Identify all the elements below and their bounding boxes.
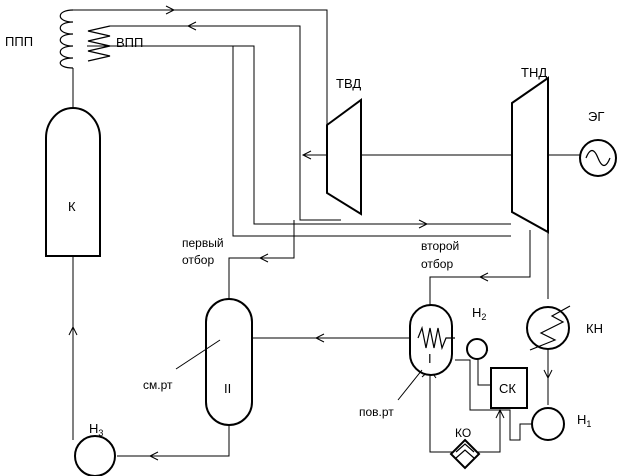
label-first-extraction-1: первый <box>182 236 224 250</box>
cooler-ko <box>449 438 481 470</box>
arrow-condenser-h1 <box>543 369 553 380</box>
label-vpp: ВПП <box>116 35 143 50</box>
label-kn: КН <box>586 321 603 336</box>
label-povrt: пов.рт <box>359 405 394 419</box>
arrow-first-extraction <box>258 253 269 263</box>
label-second-extraction-2: отбор <box>421 257 453 271</box>
label-ii: II <box>224 381 231 396</box>
arrow-sk-up <box>495 408 505 419</box>
condenser-coil <box>529 305 571 351</box>
pump-h1 <box>531 407 565 441</box>
arrow-reheat-return <box>186 21 197 31</box>
label-h1: Н1 <box>577 412 591 429</box>
reheater-zigzag <box>87 25 111 62</box>
arrow-to-boiler <box>68 325 78 336</box>
condenser-kn <box>526 305 571 351</box>
label-i: I <box>428 351 432 366</box>
label-eg: ЭГ <box>588 109 604 124</box>
flow-arrows <box>68 5 553 461</box>
label-ko: КО <box>455 426 471 440</box>
first-extraction-line <box>228 220 295 299</box>
primary-superheater <box>59 9 74 69</box>
pipelines <box>72 9 580 457</box>
label-second-extraction-1: второй <box>421 239 459 253</box>
mixer-sk <box>490 367 528 409</box>
label-tnd: ТНД <box>521 65 547 80</box>
sine-icon <box>585 149 611 167</box>
condensate-line <box>455 359 535 441</box>
arrow-hot-reheat <box>418 219 429 229</box>
arrow-second-extraction <box>478 272 489 282</box>
arrow-heater-to-mixer <box>314 333 325 343</box>
surface-heater-i <box>409 304 455 376</box>
pump-h2 <box>466 338 488 360</box>
label-sk: СК <box>499 381 516 396</box>
hot-reheat-line <box>87 45 511 225</box>
ko-outlet-line <box>478 410 501 453</box>
label-ppp: ППП <box>5 34 33 49</box>
main-steam-line <box>73 9 328 156</box>
heater-coil <box>417 325 455 351</box>
arrow-cold-reheat <box>301 150 312 160</box>
turbine-tnd <box>511 76 549 234</box>
mixing-heater-ii <box>205 298 253 426</box>
arrow-main-steam <box>165 5 176 15</box>
generator-eg <box>579 139 617 177</box>
extraction-return-line <box>232 46 511 237</box>
arrow-h3-return <box>148 451 159 461</box>
smrt-leader <box>175 339 221 370</box>
mixer-to-h3-line <box>117 425 230 457</box>
label-first-extraction-2: отбор <box>182 253 214 267</box>
pump-h3 <box>74 435 116 476</box>
povrt-leader <box>397 369 423 401</box>
boiler-k <box>45 107 101 257</box>
label-k: К <box>68 199 76 214</box>
label-h2: Н2 <box>472 305 486 322</box>
heater-drain-line <box>429 372 452 453</box>
label-h3: Н3 <box>89 421 103 438</box>
label-tvd: ТВД <box>336 76 361 91</box>
turbine-tvd <box>326 98 362 216</box>
cold-reheat-line <box>110 25 341 221</box>
label-smrt: см.рт <box>143 378 173 392</box>
